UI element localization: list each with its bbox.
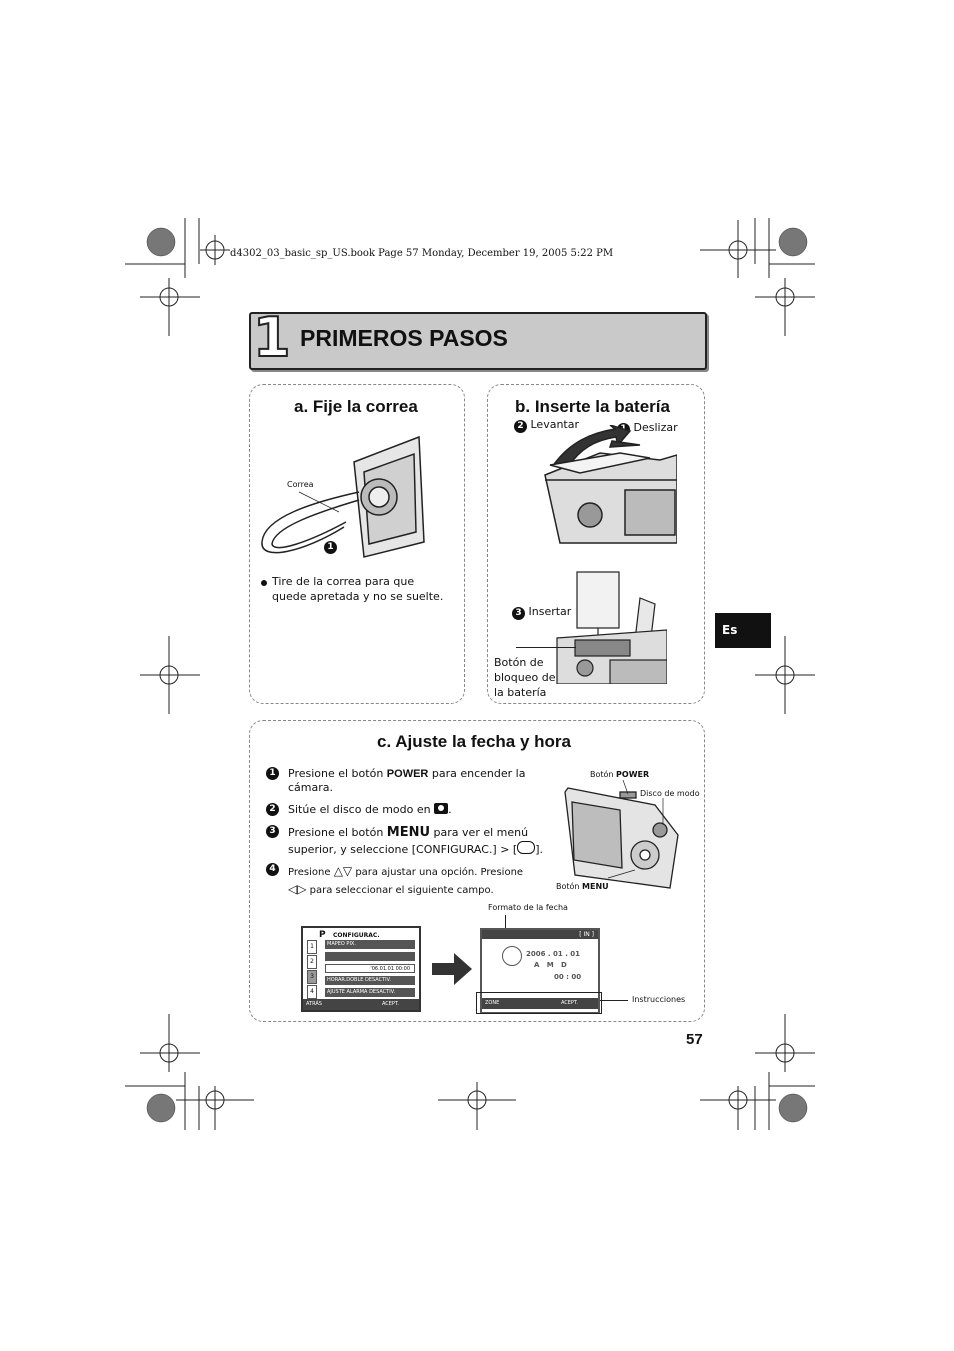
step-4-number: 4 bbox=[266, 863, 279, 876]
up-down-arrows-icon: △▽ bbox=[333, 864, 353, 878]
screen1-row-1: MAPEO PIX. bbox=[325, 940, 415, 949]
screen1-tab-1: 1 bbox=[307, 940, 317, 954]
instructions-label: Instrucciones bbox=[632, 995, 686, 1004]
screen2-format: A M D bbox=[534, 961, 567, 969]
language-tab: Es bbox=[715, 613, 771, 648]
battery-cover-illustration bbox=[544, 425, 677, 544]
power-label-key: POWER bbox=[616, 770, 650, 779]
step-3-text-after: para ver el menú superior, y seleccione … bbox=[288, 826, 529, 856]
screen1-tabs: 1 2 3 4 bbox=[307, 940, 317, 999]
step-4-text-line2: para seleccionar el siguiente campo. bbox=[306, 885, 494, 896]
step-1-number: 1 bbox=[266, 767, 279, 780]
lock-button-label: Botón de bloqueo de la batería bbox=[494, 656, 556, 699]
battery-insert-illustration bbox=[556, 571, 667, 684]
step-3-text-before: Presione el botón bbox=[288, 826, 387, 839]
menu-button-label: Botón MENU bbox=[556, 882, 609, 891]
instructions-leader bbox=[600, 1000, 628, 1001]
screen1-tab-4: 4 bbox=[307, 985, 317, 999]
section-c-title: c. Ajuste la fecha y hora bbox=[377, 732, 571, 751]
screen1-footer-left: ATRÁS bbox=[306, 1001, 322, 1007]
step-2-text-after: . bbox=[448, 803, 452, 816]
clock-icon bbox=[517, 841, 536, 854]
screen1-tab-2: 2 bbox=[307, 955, 317, 969]
screen2-date: 2006 . 01 . 01 bbox=[526, 950, 581, 958]
date-format-label: Formato de la fecha bbox=[488, 903, 568, 912]
insert-label: Insertar bbox=[528, 605, 572, 618]
chapter-title: PRIMEROS PASOS bbox=[300, 325, 508, 351]
step3-label-row: 3 Insertar bbox=[512, 605, 571, 620]
right-arrow-icon bbox=[432, 953, 472, 985]
file-header: d4302_03_basic_sp_US.book Page 57 Monday… bbox=[230, 248, 614, 259]
screen1-row-5: AJUSTE ALARMA DESACTIV. bbox=[325, 988, 415, 997]
menu-label-key: MENU bbox=[582, 882, 609, 891]
panel-battery bbox=[487, 384, 705, 704]
camera-strap-illustration bbox=[261, 435, 425, 558]
section-a-title: a. Fije la correa bbox=[294, 397, 418, 416]
page-number: 57 bbox=[686, 1031, 703, 1048]
setup-menu-screen: P CONFIGURAC. 1 2 3 4 MAPEO PIX. '06.01.… bbox=[301, 926, 421, 1012]
screen1-mode: P bbox=[319, 930, 326, 940]
step-1-text-after: para encender la cámara. bbox=[288, 767, 526, 794]
step-4-text-before: Presione bbox=[288, 867, 334, 878]
screen2-time: 00 : 00 bbox=[554, 973, 582, 981]
instructions-bracket bbox=[476, 992, 602, 1014]
screen1-title: CONFIGURAC. bbox=[333, 932, 380, 939]
instruction-step-2: 2 Sitúe el disco de modo en . bbox=[266, 803, 536, 817]
menu-key-label: MENU bbox=[386, 825, 431, 840]
camera-mode-icon bbox=[434, 803, 449, 814]
chapter-number: 1 bbox=[252, 306, 292, 369]
strap-step-marker: 1 bbox=[324, 541, 337, 554]
chapter-bar bbox=[249, 312, 707, 370]
screen2-top-right: [ IN ] bbox=[579, 931, 594, 938]
step-4-text-after: para ajustar una opción. Presione bbox=[352, 867, 524, 878]
screen1-tab-3: 3 bbox=[307, 970, 317, 984]
step-2-marker: 2 bbox=[514, 420, 527, 433]
mode-dial-label: Disco de modo bbox=[640, 789, 700, 798]
power-key-label: POWER bbox=[386, 768, 429, 780]
camera-back-illustration bbox=[564, 780, 679, 889]
slide-label: Deslizar bbox=[633, 421, 678, 434]
instruction-step-3: 3 Presione el botón MENU para ver el men… bbox=[266, 825, 546, 858]
date-time-screen: [ IN ] 2006 . 01 . 01 A M D 00 : 00 ZONE… bbox=[480, 928, 600, 1014]
screen2-selector-icon bbox=[502, 946, 522, 966]
screen1-row-4: HORAR.DOBLE DESACTIV. bbox=[325, 976, 415, 985]
screen2-topbar bbox=[482, 930, 598, 939]
screen2-footer-right: ACEPT. bbox=[560, 1000, 578, 1006]
screen1-row-3: '06.01.01 00:00 bbox=[325, 964, 415, 973]
menu-label-prefix: Botón bbox=[556, 882, 583, 891]
screen1-row-2 bbox=[325, 952, 415, 961]
screen2-footer-left: ZONE bbox=[485, 1000, 500, 1006]
step-3-marker: 3 bbox=[512, 607, 525, 620]
section-b-title: b. Inserte la batería bbox=[515, 397, 670, 416]
panel-date-time bbox=[249, 720, 705, 1022]
screen1-footer: ATRÁS ACEPT. bbox=[303, 999, 419, 1010]
instruction-step-4: 4 Presione △▽ para ajustar una opción. P… bbox=[266, 863, 546, 899]
strap-callout: Correa bbox=[287, 480, 314, 489]
lift-label: Levantar bbox=[530, 418, 580, 431]
step2-label-row: 2 Levantar bbox=[514, 418, 579, 433]
lock-leader-line bbox=[516, 647, 576, 648]
strap-bullet-text: Tire de la correa para que quede apretad… bbox=[272, 575, 444, 603]
power-label-prefix: Botón bbox=[590, 770, 617, 779]
panel-strap bbox=[249, 384, 465, 704]
step-3-number: 3 bbox=[266, 825, 279, 838]
step-2-number: 2 bbox=[266, 803, 279, 816]
left-right-arrows-icon: ◁▷ bbox=[288, 882, 307, 896]
power-button-label: Botón POWER bbox=[590, 770, 649, 779]
screen2-footer: ZONE ACEPT. bbox=[482, 998, 598, 1009]
date-format-leader bbox=[505, 915, 506, 937]
step-2-text-before: Sitúe el disco de modo en bbox=[288, 803, 435, 816]
step-3-text-end: ]. bbox=[535, 843, 544, 856]
screen1-footer-right: ACEPT. bbox=[381, 1001, 399, 1007]
bullet-dot bbox=[261, 580, 267, 586]
step-1-text-before: Presione el botón bbox=[288, 767, 387, 780]
instruction-step-1: 1 Presione el botón POWER para encender … bbox=[266, 767, 536, 795]
